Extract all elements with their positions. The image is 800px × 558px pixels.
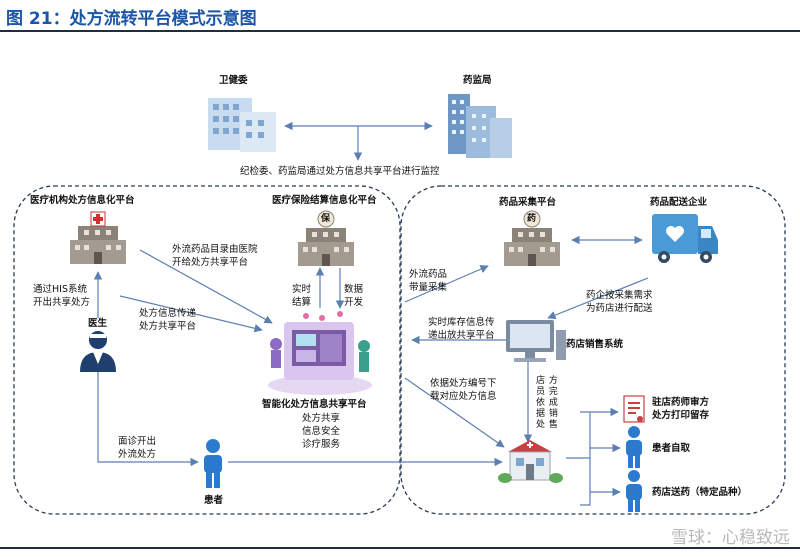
delivery-patient-icon xyxy=(626,470,642,512)
pharmacy-system-label: 药店销售系统 xyxy=(566,339,624,350)
drug-admin-label: 药监局 xyxy=(463,75,492,86)
doctor-icon xyxy=(80,331,116,372)
health-commission-icon xyxy=(208,98,276,152)
distributor-label: 药品配送企业 xyxy=(650,197,708,208)
procurement-badge: 药 xyxy=(527,214,537,224)
patient-label: 患者 xyxy=(204,495,224,506)
pharmacist-review-label: 驻店药师审方处方打印留存 xyxy=(652,397,710,421)
arrow-rx-download xyxy=(404,377,505,448)
insurance-icon xyxy=(298,210,354,266)
rx-number-note: 依据处方编号下载对应处方信息 xyxy=(430,378,497,402)
prescription-doc-icon xyxy=(623,395,645,423)
catalog-note: 外流药品目录由医院开给处方共享平台 xyxy=(172,244,258,268)
delivery-label: 药店送药（特定品种） xyxy=(652,487,748,498)
procurement-icon xyxy=(504,210,560,266)
arrow-hospital-catalog xyxy=(139,249,273,324)
outflow-note: 外流药品带量采集 xyxy=(409,269,448,293)
delivery-truck-icon xyxy=(652,214,718,263)
arrow-distribute-pharmacy xyxy=(547,277,649,320)
clerk-note: 店员依据处 方完成销售 xyxy=(536,376,558,430)
patient-icon xyxy=(204,439,222,488)
pharmacy-store-icon xyxy=(498,440,563,483)
pickup-patient-icon xyxy=(626,426,642,468)
supervision-note: 纪检委、药监局通过处方信息共享平台进行监控 xyxy=(240,166,440,177)
drug-admin-icon xyxy=(448,94,512,158)
watermark: 雪球：心稳致远 xyxy=(671,528,790,548)
arrow-outflow xyxy=(404,265,489,303)
insurance-badge: 保 xyxy=(321,214,331,224)
smart-platform-label: 智能化处方信息共享平台 xyxy=(262,399,367,410)
self-pickup-label: 患者自取 xyxy=(652,443,691,454)
consult-note: 面诊开出外流处方 xyxy=(118,436,157,460)
hospital-icon xyxy=(70,211,126,264)
pharmacy-computer-icon xyxy=(506,320,566,362)
realtime-settle-note: 实时结算 xyxy=(292,284,312,308)
procurement-platform-label: 药品采集平台 xyxy=(499,197,557,208)
inventory-note: 实时库存信息传递出放共享平台 xyxy=(428,317,495,341)
hospital-platform-label: 医疗机构处方信息化平台 xyxy=(30,195,135,206)
arrow-rx-transmit xyxy=(119,295,263,333)
insurance-platform-label: 医疗保险结算信息化平台 xyxy=(272,195,377,206)
title-rule xyxy=(0,30,800,32)
rx-transmit-note: 处方信息传递处方共享平台 xyxy=(139,308,197,332)
right-region xyxy=(400,185,786,515)
bottom-rule xyxy=(0,547,800,549)
distribute-note: 药企按采集需求为药店进行配送 xyxy=(586,290,653,314)
fanout-bracket xyxy=(566,411,591,506)
smart-services: 处方共享信息安全诊疗服务 xyxy=(302,413,341,450)
figure-title: 图 21：处方流转平台模式示意图 xyxy=(6,9,257,29)
his-note: 通过HIS系统开出共享处方 xyxy=(33,284,91,308)
data-dev-note: 数据开发 xyxy=(344,284,364,308)
doctor-label: 医生 xyxy=(88,318,108,329)
left-region xyxy=(13,185,401,515)
health-commission-label: 卫健委 xyxy=(219,75,248,86)
arrow-doctor-to-patient xyxy=(97,370,199,467)
smart-platform-illustration xyxy=(268,311,372,395)
